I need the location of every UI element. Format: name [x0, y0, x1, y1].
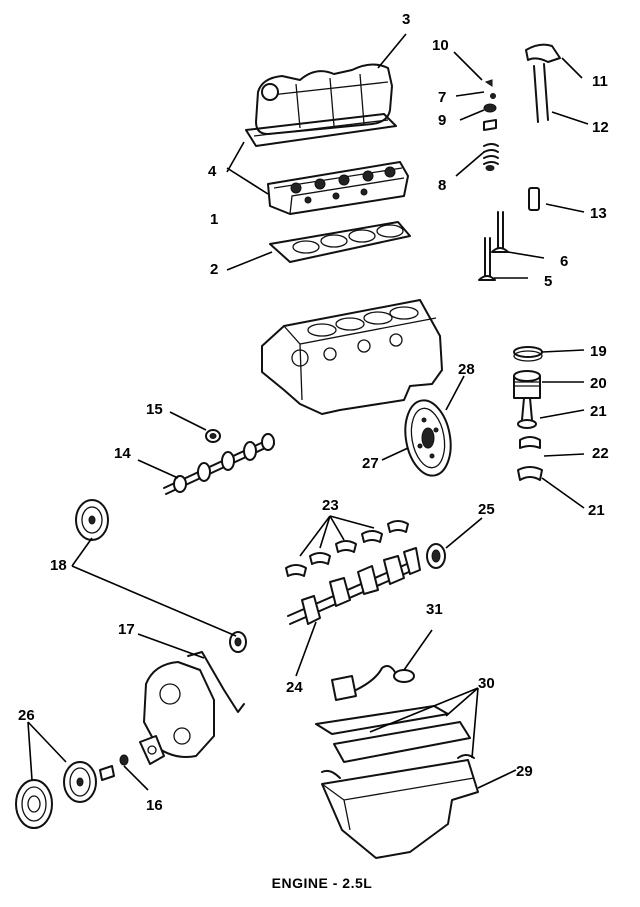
- callout-20: 20: [590, 375, 607, 392]
- callout-14: 14: [114, 445, 131, 462]
- crankshaft-gear: [229, 631, 247, 653]
- callout-7: 7: [438, 89, 446, 106]
- callout-21a: 21: [590, 403, 607, 420]
- callout-11: 11: [592, 73, 608, 90]
- rod-bearing-upper: [519, 436, 541, 449]
- callout-16: 16: [146, 797, 163, 814]
- callout-27: 27: [362, 455, 379, 472]
- rear-main-seal: [426, 543, 446, 569]
- diagram-caption: ENGINE - 2.5L: [272, 875, 373, 891]
- callout-labels: 1 2 3 4 5 6 7 8 9 10 11 12 13 14 15 16 1…: [18, 11, 609, 814]
- valve-cover-gasket: [245, 113, 397, 147]
- valve-spring-retainer: [483, 103, 497, 113]
- callout-26: 26: [18, 707, 35, 724]
- callout-10: 10: [432, 37, 449, 54]
- oil-pump-pickup: [331, 665, 415, 701]
- crankshaft-pulley: [15, 779, 53, 829]
- rocker-arm: [525, 43, 561, 63]
- callout-31: 31: [426, 601, 443, 618]
- exhaust-valve: [478, 237, 496, 281]
- piston: [513, 370, 541, 399]
- oil-pan: [321, 759, 479, 859]
- pushrods: [533, 63, 549, 123]
- callout-25: 25: [478, 501, 495, 518]
- callout-19: 19: [590, 343, 607, 360]
- callout-4: 4: [208, 163, 217, 180]
- timing-cover: [143, 661, 215, 758]
- callout-3: 3: [402, 11, 410, 28]
- callout-29: 29: [516, 763, 533, 780]
- connecting-rod: [517, 397, 537, 429]
- callout-24: 24: [286, 679, 303, 696]
- valve-seal: [483, 119, 497, 131]
- valve-lifter: [528, 187, 540, 211]
- callout-8: 8: [438, 177, 446, 194]
- main-bearings: [285, 520, 409, 577]
- callout-9: 9: [438, 112, 446, 129]
- callout-5: 5: [544, 273, 552, 290]
- camshaft: [163, 433, 275, 495]
- head-gasket: [269, 221, 411, 263]
- callout-23: 23: [322, 497, 339, 514]
- valve-keepers: [484, 79, 496, 99]
- callout-15: 15: [146, 401, 163, 418]
- water-pump: [139, 735, 165, 765]
- cylinder-head: [267, 161, 409, 215]
- crankshaft-bolt: [99, 754, 129, 781]
- piston-rings: [513, 346, 543, 362]
- callout-6: 6: [560, 253, 568, 270]
- callout-28: 28: [458, 361, 475, 378]
- valve-spring: [483, 143, 499, 171]
- callout-22: 22: [592, 445, 609, 462]
- valve-cover: [255, 63, 393, 135]
- camshaft-gear: [75, 499, 109, 541]
- intake-valve: [491, 211, 509, 253]
- callout-12: 12: [592, 119, 609, 136]
- callout-30: 30: [478, 675, 495, 692]
- callout-21b: 21: [588, 502, 605, 519]
- callout-18: 18: [50, 557, 67, 574]
- leader-lines: [27, 33, 589, 791]
- flywheel: [404, 399, 452, 477]
- callout-13: 13: [590, 205, 607, 222]
- crankshaft: [287, 547, 421, 625]
- harmonic-balancer: [63, 761, 97, 803]
- callout-1: 1: [210, 211, 218, 228]
- engine-block: [261, 299, 443, 415]
- rod-bearing-lower: [517, 466, 543, 481]
- camshaft-plug: [205, 429, 221, 443]
- callout-2: 2: [210, 261, 218, 278]
- callout-17: 17: [118, 621, 135, 638]
- timing-cover-gasket: [187, 651, 245, 713]
